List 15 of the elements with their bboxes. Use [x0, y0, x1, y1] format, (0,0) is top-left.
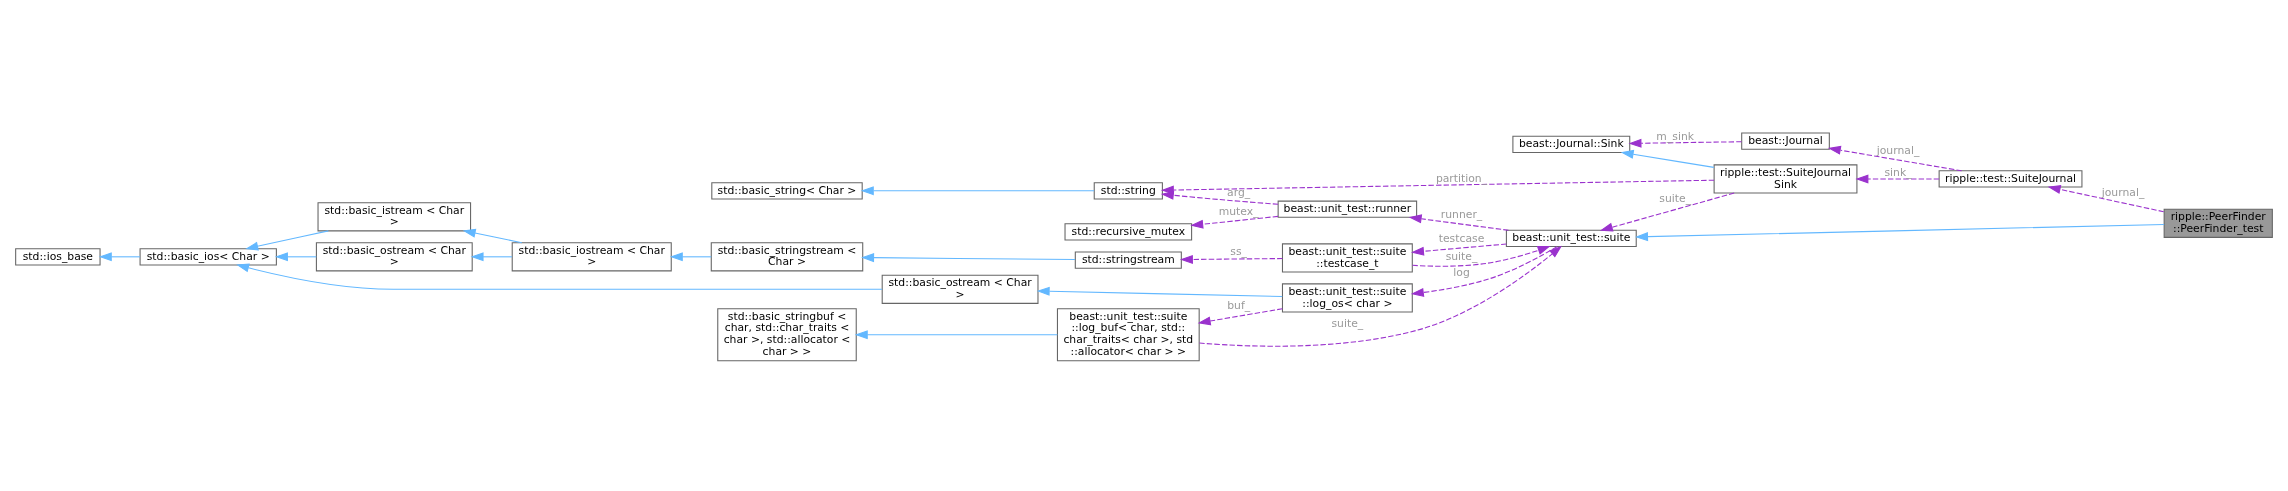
edge-label: suite_ — [1445, 249, 1478, 263]
edge-label: journal_ — [2101, 185, 2145, 199]
edge-label: log — [1453, 265, 1470, 279]
edge-label: testcase — [1438, 231, 1485, 245]
edge-label: buf_ — [1227, 298, 1251, 312]
edge-label: suite_ — [1331, 316, 1364, 330]
edge-label: partition_ — [1435, 171, 1488, 185]
edge-label: ss_ — [1230, 244, 1247, 258]
edge-label: journal_ — [1876, 143, 1920, 157]
edge-label: mutex_ — [1218, 204, 1259, 218]
edge-label: sink_ — [1884, 165, 1912, 179]
edge-label: arg_ — [1227, 185, 1251, 199]
edge-label: m_sink — [1656, 129, 1694, 143]
edge-label: runner_ — [1440, 207, 1483, 221]
edge-label: suite_ — [1659, 191, 1692, 205]
